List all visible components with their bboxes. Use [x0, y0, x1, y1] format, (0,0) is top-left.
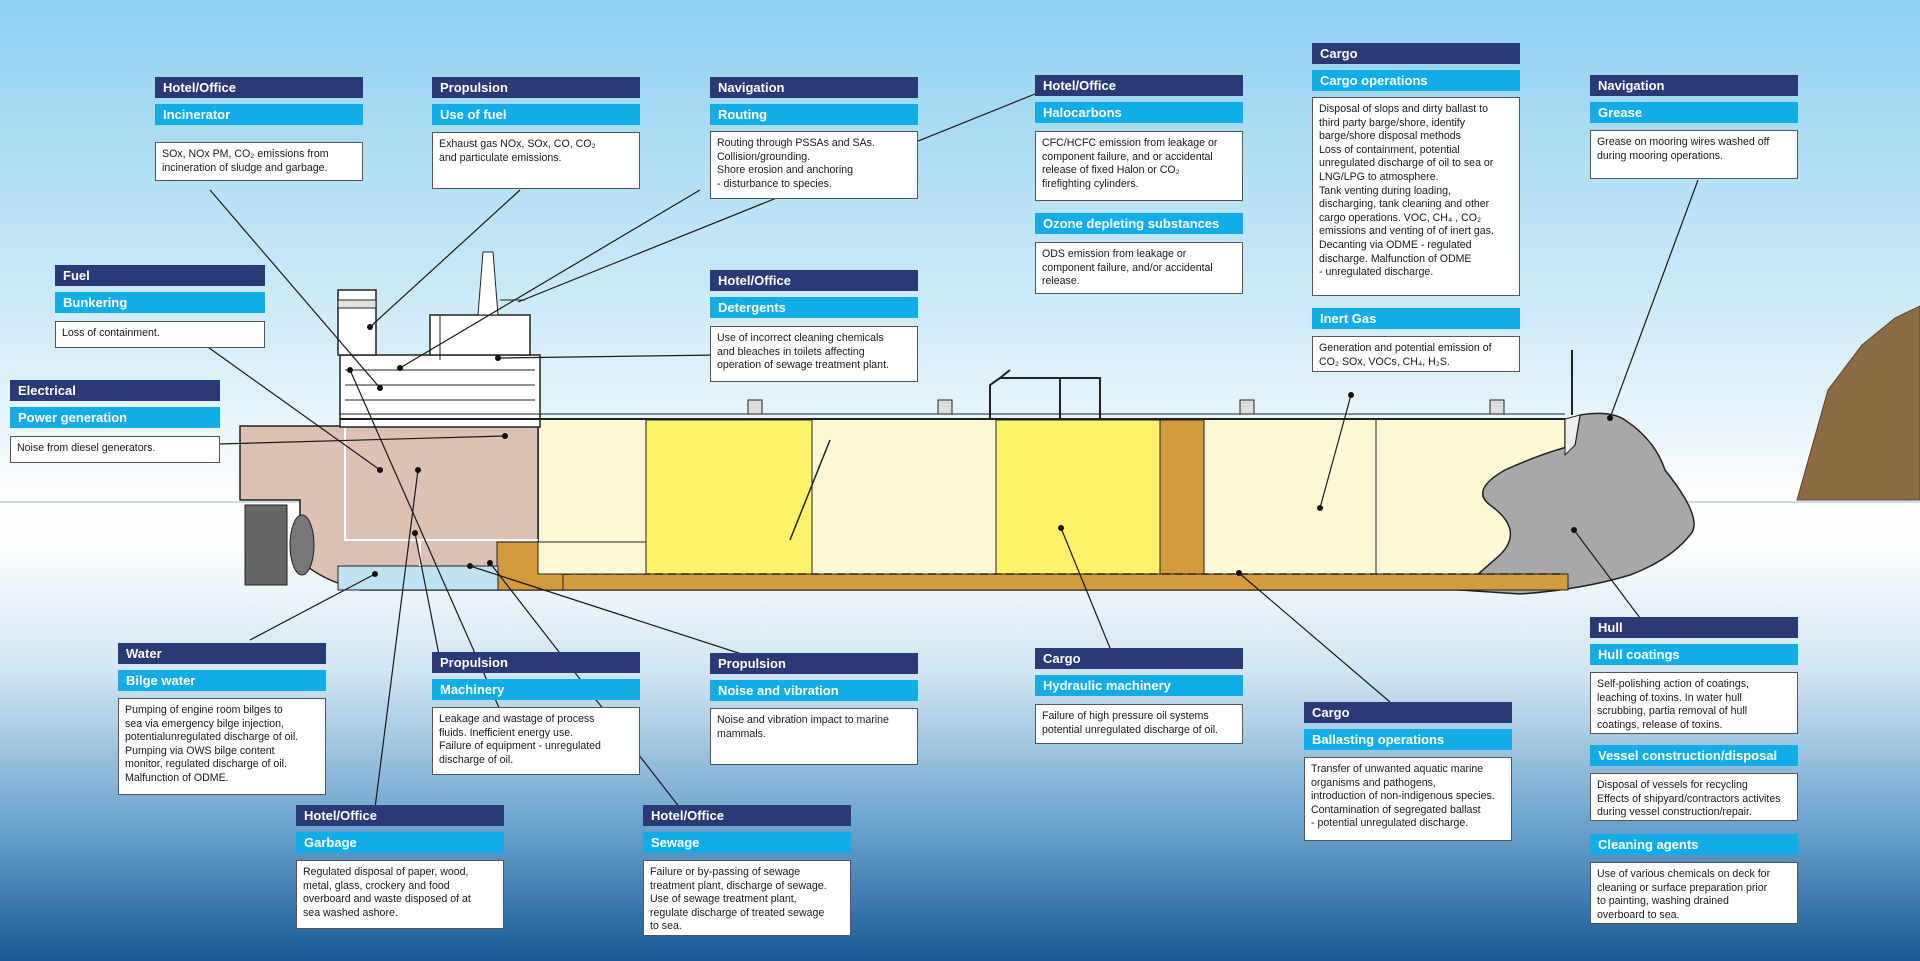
propeller: [289, 514, 315, 576]
card-description: SOx, NOx PM, CO₂ emissions from incinera…: [155, 142, 363, 182]
card-description: Generation and potential emission of CO₂…: [1312, 336, 1520, 372]
card-category: Navigation: [1590, 75, 1798, 96]
card-description: Use of incorrect cleaning chemicals and …: [710, 326, 918, 382]
bilge-tank: [337, 565, 499, 591]
card-category: Propulsion: [432, 77, 640, 98]
card-garbage: Hotel/Office Garbage Regulated disposal …: [296, 805, 504, 929]
card-description: Grease on mooring wires washed off durin…: [1590, 130, 1798, 179]
card-power-generation: Electrical Power generation Noise from d…: [10, 380, 220, 463]
card-subcategory: Noise and vibration: [710, 680, 918, 701]
card-subcategory: Cleaning agents: [1590, 834, 1798, 855]
card-bunkering: Fuel Bunkering Loss of containment.: [55, 265, 265, 348]
card-description: Routing through PSSAs and SAs. Collision…: [710, 131, 918, 199]
card-subcategory: Ozone depleting substances: [1035, 213, 1243, 234]
mast: [477, 251, 499, 316]
card-category: Electrical: [10, 380, 220, 401]
card-category: Hotel/Office: [710, 270, 918, 291]
card-category: Cargo: [1035, 648, 1243, 669]
card-subcategory: Hull coatings: [1590, 644, 1798, 665]
card-subcategory: Machinery: [432, 679, 640, 700]
card-subcategory: Routing: [710, 104, 918, 125]
card-subcategory: Use of fuel: [432, 104, 640, 125]
bow-plate: [1564, 414, 1581, 457]
card-description: Noise and vibration impact to marine mam…: [710, 708, 918, 765]
card-hydraulic-machinery: Cargo Hydraulic machinery Failure of hig…: [1035, 648, 1243, 744]
card-description: Failure or by-passing of sewage treatmen…: [643, 860, 851, 936]
card-routing: Navigation Routing Routing through PSSAs…: [710, 77, 918, 199]
card-description: Noise from diesel generators.: [10, 436, 220, 463]
card-category: Fuel: [55, 265, 265, 286]
card-category: Propulsion: [432, 652, 640, 673]
card-description: Leakage and wastage of process fluids. I…: [432, 707, 640, 775]
card-ballasting: Cargo Ballasting operations Transfer of …: [1304, 702, 1512, 841]
card-subcategory: Inert Gas: [1312, 308, 1520, 329]
card-category: Hull: [1590, 617, 1798, 638]
cofferdam: [1159, 419, 1205, 575]
leader-dots: [347, 324, 1613, 577]
card-halocarbons: Hotel/Office Halocarbons CFC/HCFC emissi…: [1035, 75, 1243, 201]
card-description: ODS emission from leakage or component f…: [1035, 242, 1243, 294]
card-use-of-fuel: Propulsion Use of fuel Exhaust gas NOx, …: [432, 77, 640, 189]
card-detergents: Hotel/Office Detergents Use of incorrect…: [710, 270, 918, 382]
deck-crane: [989, 369, 1101, 418]
rudder: [244, 504, 288, 586]
card-description: Self-polishing action of coatings, leach…: [1590, 672, 1798, 734]
card-category: Cargo: [1312, 43, 1520, 64]
card-category: Cargo: [1304, 702, 1512, 723]
card-ozone: Ozone depleting substances ODS emission …: [1035, 213, 1243, 294]
card-subcategory: Hydraulic machinery: [1035, 675, 1243, 696]
card-description: CFC/HCFC emission from leakage or compon…: [1035, 131, 1243, 201]
card-description: Regulated disposal of paper, wood, metal…: [296, 860, 504, 929]
card-subcategory: Cargo operations: [1312, 70, 1520, 91]
card-cargo-operations: Cargo Cargo operations Disposal of slops…: [1312, 43, 1520, 296]
card-category: Hotel/Office: [155, 77, 363, 98]
card-vessel-construction: Vessel construction/disposal Disposal of…: [1590, 745, 1798, 821]
card-subcategory: Incinerator: [155, 104, 363, 125]
card-description: Disposal of vessels for recycling Effect…: [1590, 773, 1798, 821]
card-category: Propulsion: [710, 653, 918, 674]
card-subcategory: Grease: [1590, 102, 1798, 123]
card-category: Hotel/Office: [296, 805, 504, 826]
card-description: Pumping of engine room bilges to sea via…: [118, 698, 326, 795]
card-description: Failure of high pressure oil systems pot…: [1035, 704, 1243, 744]
card-subcategory: Detergents: [710, 297, 918, 318]
card-description: Disposal of slops and dirty ballast to t…: [1312, 97, 1520, 296]
card-category: Water: [118, 643, 326, 664]
card-description: Use of various chemicals on deck for cle…: [1590, 862, 1798, 924]
card-bilge-water: Water Bilge water Pumping of engine room…: [118, 643, 326, 795]
double-bottom: [537, 573, 1569, 591]
card-subcategory: Garbage: [296, 832, 504, 853]
card-subcategory: Halocarbons: [1035, 102, 1243, 123]
card-subcategory: Ballasting operations: [1304, 729, 1512, 750]
cargo-tank-yellow-2: [995, 419, 1163, 575]
card-noise-vibration: Propulsion Noise and vibration Noise and…: [710, 653, 918, 765]
card-subcategory: Vessel construction/disposal: [1590, 745, 1798, 766]
card-subcategory: Bunkering: [55, 292, 265, 313]
card-machinery: Propulsion Machinery Leakage and wastage…: [432, 652, 640, 775]
card-subcategory: Bilge water: [118, 670, 326, 691]
card-subcategory: Sewage: [643, 832, 851, 853]
bow-section: [1458, 412, 1695, 595]
card-description: Loss of containment.: [55, 321, 265, 348]
card-sewage: Hotel/Office Sewage Failure or by-passin…: [643, 805, 851, 936]
card-description: Exhaust gas NOx, SOx, CO, CO₂ and partic…: [432, 132, 640, 189]
card-category: Hotel/Office: [1035, 75, 1243, 96]
card-hull-coatings: Hull Hull coatings Self-polishing action…: [1590, 617, 1798, 734]
card-category: Navigation: [710, 77, 918, 98]
bridge-deck: [429, 314, 531, 356]
card-subcategory: Power generation: [10, 407, 220, 428]
cargo-tank-yellow-1: [645, 419, 813, 575]
card-description: Transfer of unwanted aquatic marine orga…: [1304, 757, 1512, 841]
card-category: Hotel/Office: [643, 805, 851, 826]
card-cleaning-agents: Cleaning agents Use of various chemicals…: [1590, 834, 1798, 924]
card-incinerator: Hotel/Office Incinerator SOx, NOx PM, CO…: [155, 77, 363, 182]
card-inert-gas: Inert Gas Generation and potential emiss…: [1312, 308, 1520, 372]
card-grease: Navigation Grease Grease on mooring wire…: [1590, 75, 1798, 179]
accommodation-block: [339, 354, 541, 428]
cliff: [1796, 305, 1920, 501]
